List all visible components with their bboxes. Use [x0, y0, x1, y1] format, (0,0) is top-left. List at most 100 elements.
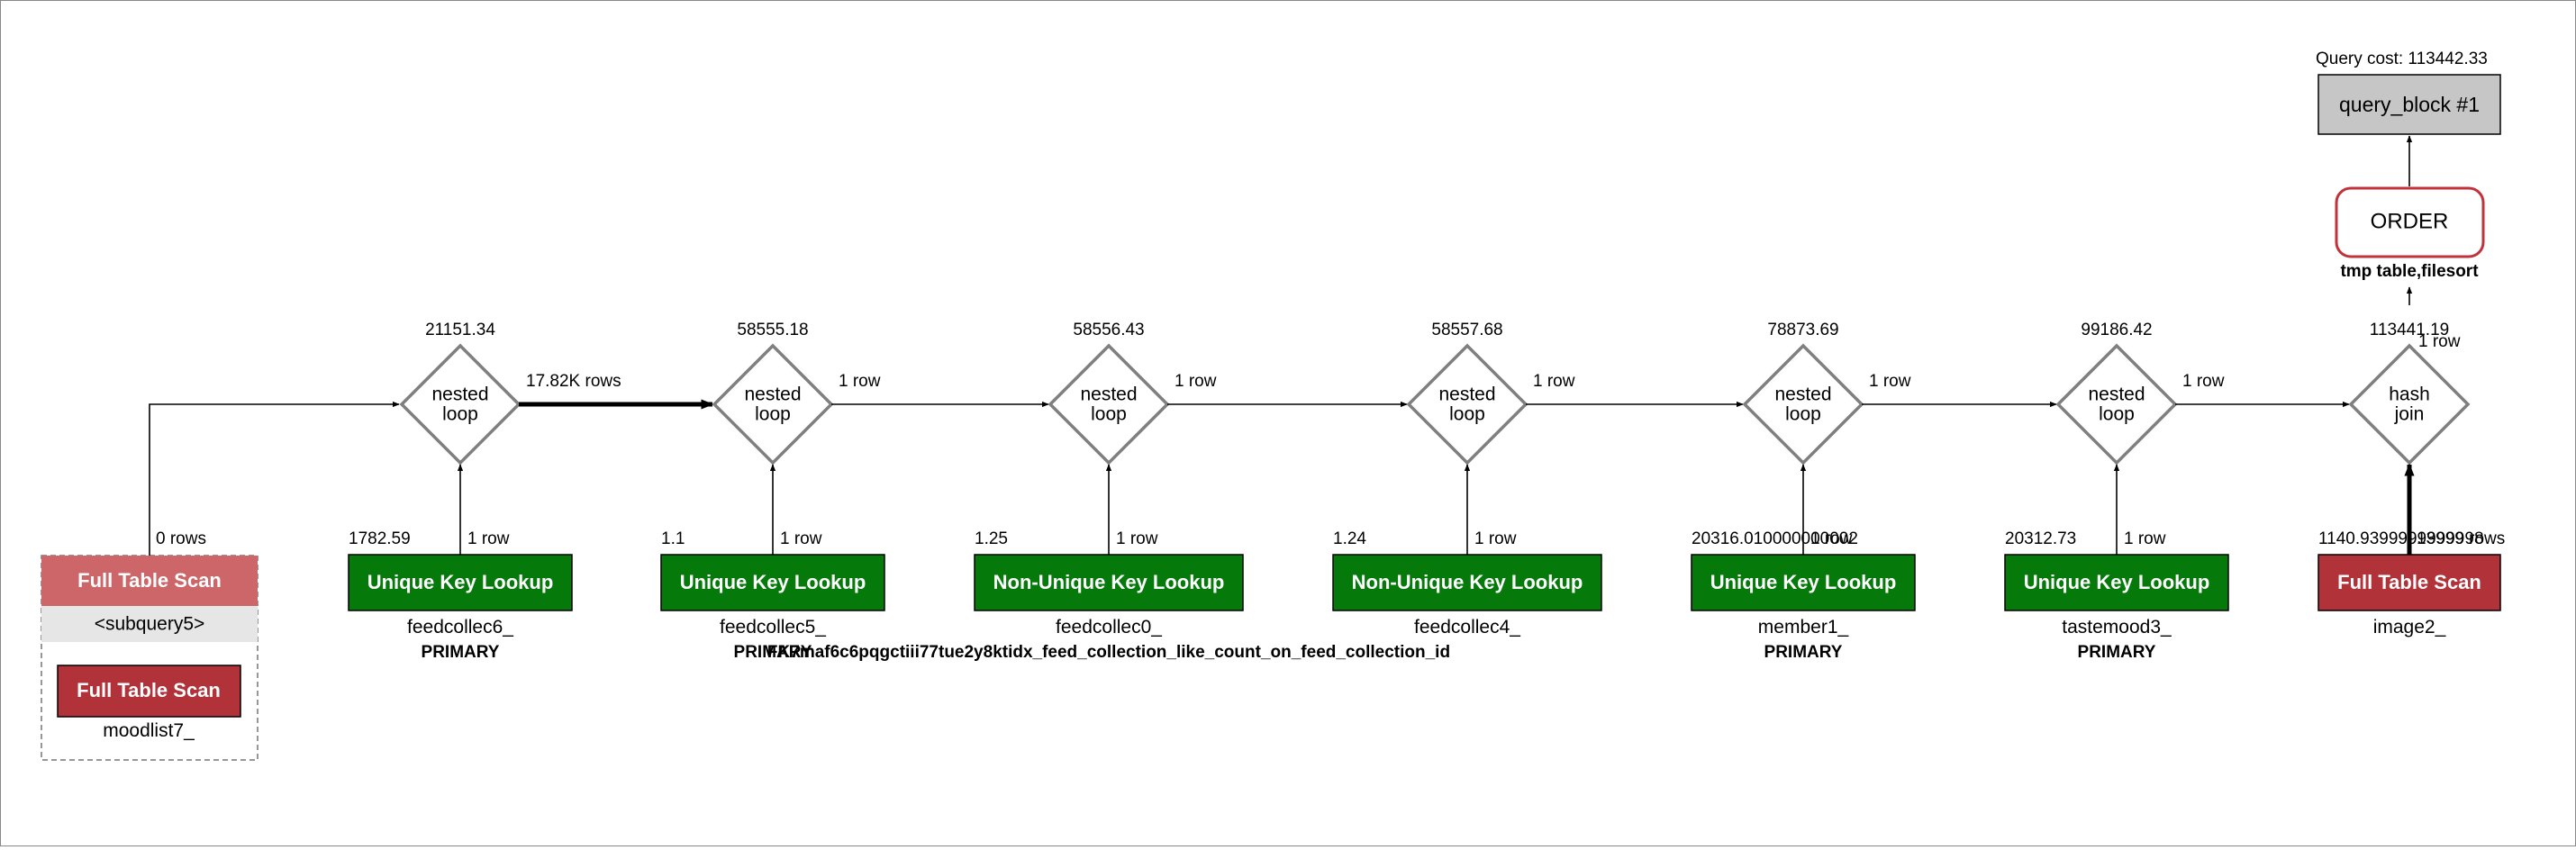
key-name-label: PRIMARY — [1764, 643, 1843, 662]
join-type-line2: loop — [1449, 404, 1485, 425]
table-rows-label: 1 row — [780, 529, 822, 548]
join-cost-label: 99186.42 — [2081, 321, 2152, 339]
join-out-rows-label: 17.82K rows — [526, 372, 621, 391]
table-cost-label: 1.24 — [1333, 529, 1366, 548]
access-box[interactable] — [660, 554, 885, 611]
table-rows-label: 1 row — [2124, 529, 2166, 548]
access-type-label: Non-Unique Key Lookup — [1352, 571, 1583, 593]
table-cost-label: 1.25 — [975, 529, 1008, 548]
join-type-line1: hash — [2389, 384, 2430, 405]
key-name-label: PRIMARY — [2078, 643, 2156, 662]
join-diamond[interactable] — [2055, 343, 2178, 466]
table-cost-label: 20316.010000000002 — [1692, 529, 1858, 548]
query-cost-label: Query cost: 113442.33 — [2316, 50, 2488, 68]
join-diamond[interactable] — [712, 343, 834, 466]
table-name-label: feedcollec6_ — [407, 617, 513, 638]
access-type-label: Full Table Scan — [2337, 571, 2481, 593]
join-type-line2: loop — [442, 404, 478, 425]
table-cost-label: 1.1 — [661, 529, 685, 548]
access-box[interactable] — [1332, 554, 1602, 611]
query-block-label: query_block #1 — [2339, 93, 2480, 116]
key-name-label: PRIMARY — [734, 643, 812, 662]
key-name-label: PRIMARY — [422, 643, 500, 662]
table-cost-label: 1140.9399999999998 — [2318, 529, 2484, 548]
join-out-rows-label: 1 row — [2182, 372, 2225, 391]
table-name-label: tastemood3_ — [2062, 617, 2172, 638]
access-box[interactable] — [2317, 554, 2501, 611]
join-type-line1: nested — [1080, 384, 1137, 405]
subquery-band-label: <subquery5> — [95, 614, 205, 635]
subquery-rows-label: 0 rows — [156, 529, 206, 548]
moodlist-scan-label: Full Table Scan — [77, 679, 221, 701]
join-cost-label: 113441.19 — [2370, 321, 2449, 339]
query-block-box[interactable] — [2317, 74, 2501, 135]
join-type-line2: join — [2394, 404, 2425, 425]
table-name-label: member1_ — [1758, 617, 1849, 638]
join-type-line2: loop — [2099, 404, 2135, 425]
table-name-label: feedcollec5_ — [720, 617, 826, 638]
table-rows-label: 13999 rows — [2417, 529, 2505, 548]
join-cost-label: 78873.69 — [1767, 321, 1838, 339]
table-rows-label: 1 row — [1810, 529, 1853, 548]
order-label: ORDER — [2371, 209, 2449, 233]
join-out-rows-label: 1 row — [839, 372, 881, 391]
subquery-to-join-edge — [149, 401, 400, 556]
join-cost-label: 58557.68 — [1431, 321, 1502, 339]
access-box[interactable] — [2004, 554, 2229, 611]
access-type-label: Non-Unique Key Lookup — [993, 571, 1225, 593]
access-box[interactable] — [1691, 554, 1916, 611]
access-type-label: Unique Key Lookup — [680, 571, 866, 593]
access-type-label: Unique Key Lookup — [367, 571, 554, 593]
moodlist-table-name: moodlist7_ — [103, 720, 195, 741]
subquery-band — [41, 606, 258, 642]
access-type-label: Unique Key Lookup — [2024, 571, 2210, 593]
hash-join-out-rows: 1 row — [2418, 332, 2461, 351]
access-box[interactable] — [974, 554, 1244, 611]
table-cost-label: 1782.59 — [349, 529, 411, 548]
join-diamond[interactable] — [1742, 343, 1864, 466]
join-diamond[interactable] — [1406, 343, 1528, 466]
join-type-line1: nested — [744, 384, 801, 405]
join-type-line1: nested — [2088, 384, 2145, 405]
table-name-label: image2_ — [2373, 617, 2446, 638]
join-diamond[interactable] — [399, 343, 522, 466]
order-box[interactable] — [2335, 186, 2485, 258]
access-box[interactable] — [348, 554, 573, 611]
join-type-line1: nested — [1774, 384, 1831, 405]
table-rows-label: 1 row — [1116, 529, 1158, 548]
table-rows-label: 1 row — [467, 529, 510, 548]
join-out-rows-label: 1 row — [1175, 372, 1217, 391]
moodlist-scan-box[interactable] — [57, 665, 241, 718]
key-name-label: FK7maf6c6pqgctiii77tue2y8ktidx_feed_coll… — [767, 643, 1450, 662]
subquery-header-label: Full Table Scan — [77, 569, 222, 592]
join-diamond[interactable] — [1048, 343, 1170, 466]
subquery-header[interactable] — [41, 556, 258, 606]
join-type-line1: nested — [431, 384, 488, 405]
table-name-label: feedcollec0_ — [1056, 617, 1162, 638]
join-cost-label: 58555.18 — [737, 321, 808, 339]
join-type-line2: loop — [1091, 404, 1127, 425]
join-diamond[interactable] — [2348, 343, 2471, 466]
table-cost-label: 20312.73 — [2005, 529, 2076, 548]
join-type-line2: loop — [1785, 404, 1821, 425]
access-type-label: Unique Key Lookup — [1710, 571, 1897, 593]
join-cost-label: 58556.43 — [1073, 321, 1144, 339]
join-out-rows-label: 1 row — [1869, 372, 1911, 391]
